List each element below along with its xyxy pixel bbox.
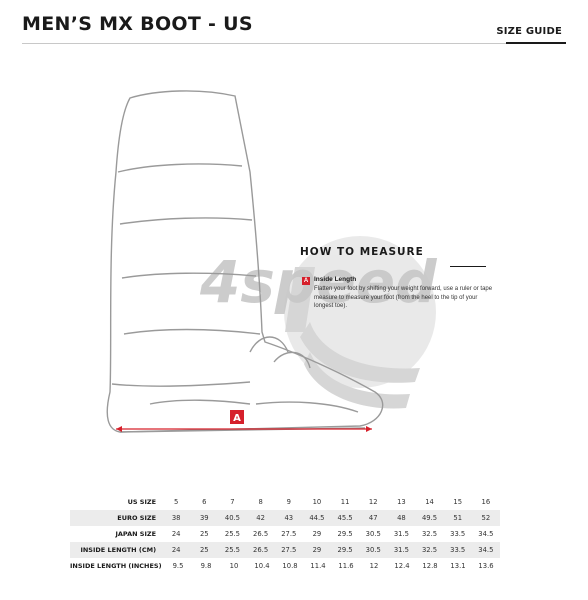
header: MEN’S MX BOOT - US SIZE GUIDE [0,0,588,46]
table-cell: 15 [453,498,463,506]
table-cell: 6 [202,498,207,506]
table-cell: 43 [284,514,294,522]
table-cell: 51 [453,514,463,522]
table-row: EURO SIZE 38 39 40.5 42 43 44.5 45.5 47 48 49.5 51 5… [70,510,500,526]
row-label: US SIZE [127,498,157,506]
table-cell: 11 [340,498,350,506]
table-cell: 30.5 [365,546,381,554]
table-cell: 12.8 [422,562,438,570]
table-cell: 47 [368,514,378,522]
table-cell: 38 [171,514,181,522]
page-title: MEN’S MX BOOT - US [22,13,253,35]
how-to-measure-rule [450,266,486,267]
table-cell: 29 [312,530,322,538]
watermark-logo [284,236,436,409]
size-guide-link[interactable]: SIZE GUIDE [496,26,562,37]
table-cell: 9 [286,498,291,506]
row-label: JAPAN SIZE [115,530,157,538]
size-guide-underline [506,42,566,44]
table-cell: 39 [199,514,209,522]
table-cell: 11.4 [310,562,326,570]
table-cell: 26.5 [253,546,269,554]
table-cell: 49.5 [421,514,438,522]
table-cell: 24 [171,530,181,538]
table-cell: 34.5 [478,546,494,554]
table-cell: 10 [229,562,239,570]
table-cell: 31.5 [393,530,409,538]
step-marker: A [302,277,310,285]
table-cell: 31.5 [393,546,409,554]
row-label: INSIDE LENGTH (CM) [80,546,157,554]
table-cell: 13 [397,498,406,506]
table-cell: 13.1 [450,562,466,570]
table-row: INSIDE LENGTH (INCHES) 9.5 9.8 10 10.4 10.8 11… [70,558,500,574]
table-cell: 10.8 [282,562,298,570]
marker-a-letter: A [233,413,241,424]
how-to-measure: HOW TO MEASURE A Inside Length Flatten y… [300,246,500,309]
table-cell: 29.5 [337,546,353,554]
table-cell: 12.4 [394,562,410,570]
table-cell: 27.5 [281,530,297,538]
boot-outline [106,90,384,433]
table-cell: 7 [230,498,235,506]
table-cell: 48 [397,514,406,522]
table-cell: 27.5 [281,546,297,554]
table-cell: 25.5 [224,546,241,554]
table-cell: 24 [171,546,181,554]
table-cell: 32.5 [421,530,438,538]
table-cell: 25.5 [224,530,241,538]
table-cell: 25 [199,530,209,538]
table-cell: 11.6 [338,562,354,570]
table-cell: 16 [481,498,491,506]
table-cell: 8 [258,498,263,506]
table-row: INSIDE LENGTH (CM) 24 25 25.5 26.5 27.5 29 29.5… [70,542,500,558]
step-label: Inside Length [314,276,357,283]
table-cell: 33.5 [450,530,466,538]
table-cell: 9.8 [200,562,212,570]
table-cell: 26.5 [253,530,269,538]
watermark-text: 4speed [199,248,437,316]
table-row: US SIZE 5 6 7 8 9 10 11 12 13 14 15 16 [70,494,500,510]
step-instructions: Flatten your foot by shifting your weigh… [314,286,493,309]
table-cell: 13.6 [478,562,494,570]
table-cell: 10.4 [254,562,270,570]
table-cell: 12 [368,498,378,506]
marker-a-badge [230,410,244,424]
table-cell: 52 [481,514,491,522]
table-cell: 25 [199,546,209,554]
table-cell: 14 [425,498,434,506]
boot-illustration: 4speed A [106,90,437,433]
table-cell: 5 [173,498,179,506]
header-divider [22,43,566,44]
table-cell: 9.5 [172,562,184,570]
table-cell: 42 [256,514,265,522]
table-row: JAPAN SIZE 24 25 25.5 26.5 27.5 29 29.5 30.5 31.5… [70,526,500,542]
row-label: EURO SIZE [117,514,157,522]
inside-length-indicator: A [116,410,372,432]
table-cell: 10 [312,498,322,506]
table-cell: 32.5 [421,546,438,554]
table-cell: 44.5 [309,514,325,522]
table-cell: 12 [369,562,379,570]
table-cell: 33.5 [450,546,466,554]
how-to-measure-title: HOW TO MEASURE [300,246,424,258]
table-cell: 40.5 [224,514,241,522]
table-cell: 34.5 [478,530,494,538]
table-cell: 30.5 [365,530,381,538]
table-cell: 45.5 [337,514,353,522]
table-cell: 29.5 [337,530,353,538]
row-label: INSIDE LENGTH (INCHES) [70,562,162,570]
table-cell: 29 [312,546,322,554]
